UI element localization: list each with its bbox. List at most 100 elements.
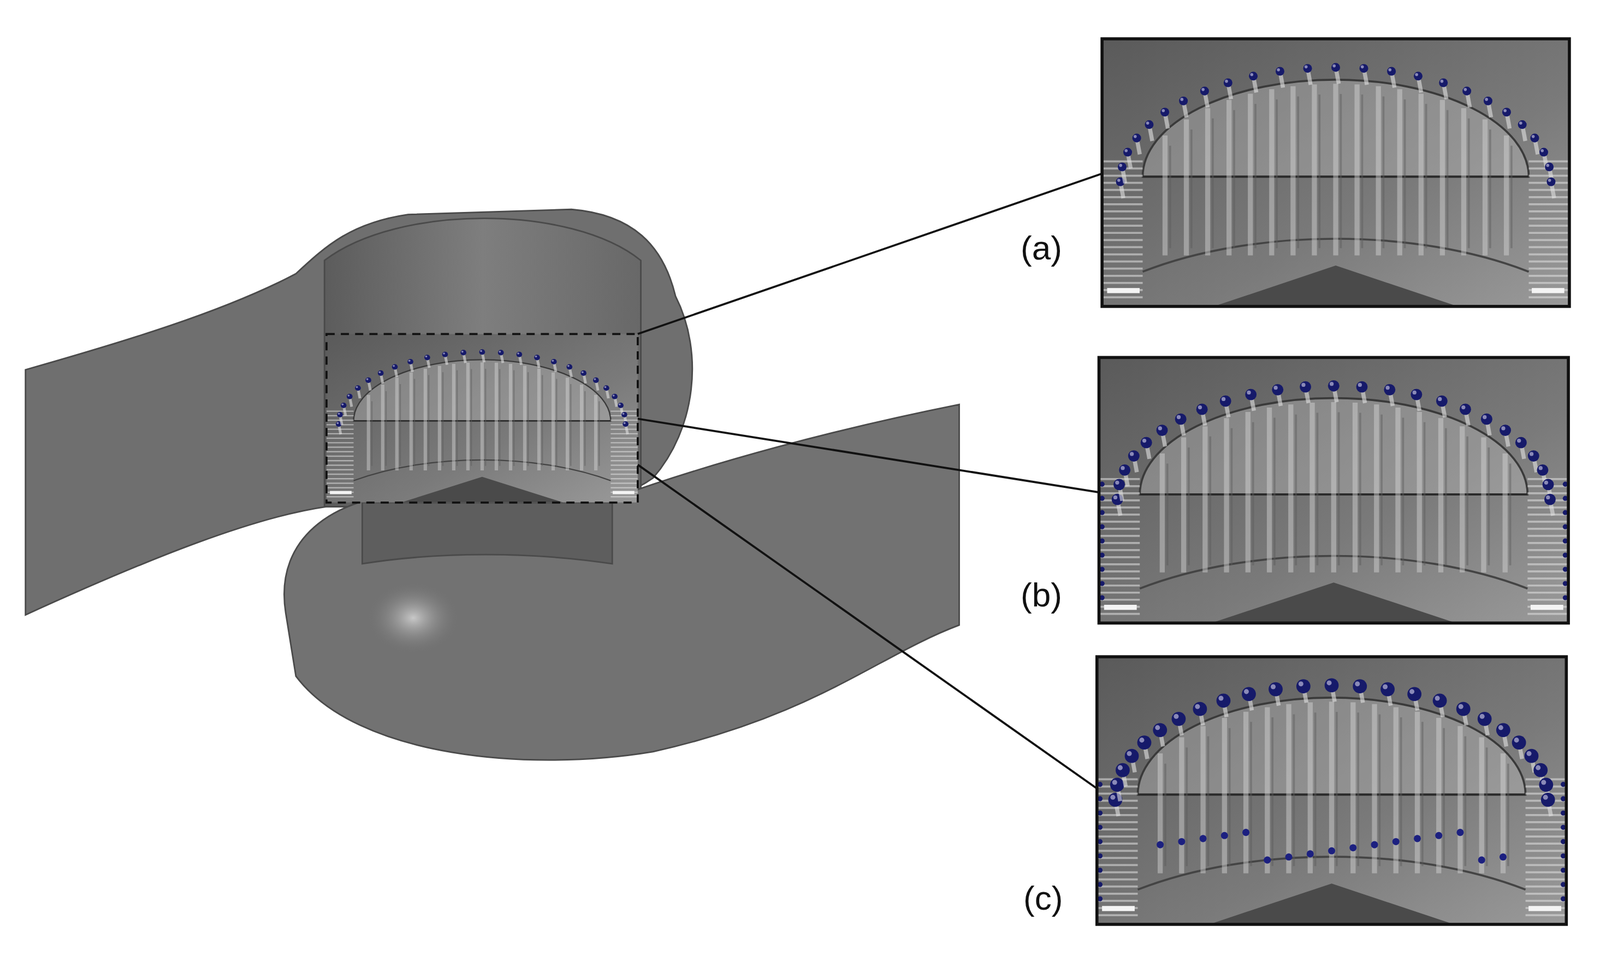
pin-detail <box>1097 899 1139 902</box>
pin-detail <box>1546 177 1556 187</box>
pin-detail <box>460 349 467 355</box>
pin-detail <box>1525 820 1567 823</box>
pin-detail <box>1352 678 1367 693</box>
pin-detail <box>1290 86 1296 256</box>
pin-detail <box>1117 765 1123 770</box>
pin-detail <box>1477 711 1492 726</box>
pin-detail <box>1099 584 1141 587</box>
pin-detail <box>1360 65 1365 69</box>
pin-detail <box>442 352 446 355</box>
pin-detail <box>1129 451 1134 456</box>
pin-detail <box>1529 274 1570 277</box>
pin-detail <box>1097 878 1139 881</box>
pin-detail <box>610 437 638 439</box>
pin-detail <box>1097 856 1139 859</box>
pin-detail <box>611 393 618 400</box>
pin-detail <box>1525 892 1567 895</box>
pin-detail <box>1530 133 1539 143</box>
inset-frame <box>1097 656 1567 924</box>
pin-detail <box>1483 96 1493 106</box>
pin-detail <box>1176 415 1181 419</box>
pin-detail <box>1499 424 1511 436</box>
pin-detail <box>1456 701 1471 716</box>
pin-detail <box>1247 93 1253 256</box>
pin-detail <box>1117 178 1121 182</box>
pin-detail <box>1358 382 1362 387</box>
pin-detail <box>1442 727 1445 867</box>
pin-detail <box>480 350 483 353</box>
pin-detail <box>1162 135 1168 256</box>
pin-detail <box>612 490 635 495</box>
pin-detail <box>1190 129 1193 248</box>
pin-detail <box>1525 834 1567 838</box>
pin-detail <box>1233 110 1236 249</box>
pin-detail <box>1264 706 1270 873</box>
pin-detail <box>1216 693 1231 708</box>
pin-detail <box>1525 878 1567 881</box>
pin-detail <box>610 441 638 443</box>
pin-detail <box>1097 885 1139 888</box>
pin-detail <box>1110 777 1125 792</box>
pin-detail <box>1139 737 1145 743</box>
pin-detail <box>1118 464 1131 476</box>
pin-detail <box>1507 763 1510 867</box>
pin-detail <box>1387 66 1396 76</box>
pin-detail <box>1273 417 1276 565</box>
pin-detail <box>1271 383 1284 396</box>
pin-detail <box>1456 828 1464 836</box>
pin-detail <box>1223 417 1229 572</box>
pin-detail <box>1529 281 1570 284</box>
pin-detail <box>442 351 449 358</box>
pin-detail <box>621 411 628 418</box>
pin-detail <box>1529 451 1534 456</box>
pin-detail <box>1545 163 1550 168</box>
pin-detail <box>1266 407 1272 573</box>
pin-detail <box>1101 231 1143 234</box>
pin-detail <box>413 378 416 466</box>
bottom-wedge <box>1213 265 1459 307</box>
pin-detail <box>480 362 484 471</box>
pin-detail <box>1099 563 1141 566</box>
pin-detail <box>1502 107 1511 117</box>
pin-detail <box>551 372 555 471</box>
pin-detail <box>1304 65 1308 69</box>
pin-detail <box>1525 856 1567 859</box>
pin-detail <box>1542 478 1555 491</box>
bottom-wedge <box>1209 883 1454 924</box>
inset-ground <box>326 333 638 502</box>
pin-detail <box>1397 89 1403 256</box>
pin-detail <box>1101 253 1143 256</box>
pin-detail <box>1099 534 1141 537</box>
pin-detail <box>1359 412 1362 566</box>
pin-detail <box>395 377 399 471</box>
pin-detail <box>1418 93 1424 256</box>
pin-detail <box>1316 412 1319 566</box>
pin-detail <box>1099 520 1141 523</box>
pin-detail <box>1307 701 1313 873</box>
pin-detail <box>1509 463 1512 565</box>
pin-detail <box>1529 238 1570 241</box>
pin-detail <box>1414 73 1419 77</box>
pin-detail <box>356 386 359 389</box>
pin-detail <box>1101 905 1135 911</box>
pin-detail <box>1101 224 1143 227</box>
pin-detail <box>1106 287 1140 293</box>
pin-detail <box>1393 706 1399 873</box>
pin-detail <box>1101 203 1143 206</box>
pin-detail <box>1359 63 1369 73</box>
pin-detail <box>1527 534 1569 537</box>
pin-detail <box>1245 411 1251 573</box>
pin-detail <box>1101 260 1143 263</box>
pin-detail <box>1187 447 1190 566</box>
pin-detail <box>1156 840 1164 849</box>
pin-detail <box>555 378 557 466</box>
pin-detail <box>1301 382 1306 387</box>
pin-detail <box>442 371 444 466</box>
pin-detail <box>610 482 638 484</box>
pin-detail <box>1388 68 1392 72</box>
pin-detail <box>1440 99 1445 256</box>
pin-detail <box>1218 695 1224 701</box>
pin-detail <box>1159 453 1165 573</box>
pin-detail <box>1173 713 1179 719</box>
